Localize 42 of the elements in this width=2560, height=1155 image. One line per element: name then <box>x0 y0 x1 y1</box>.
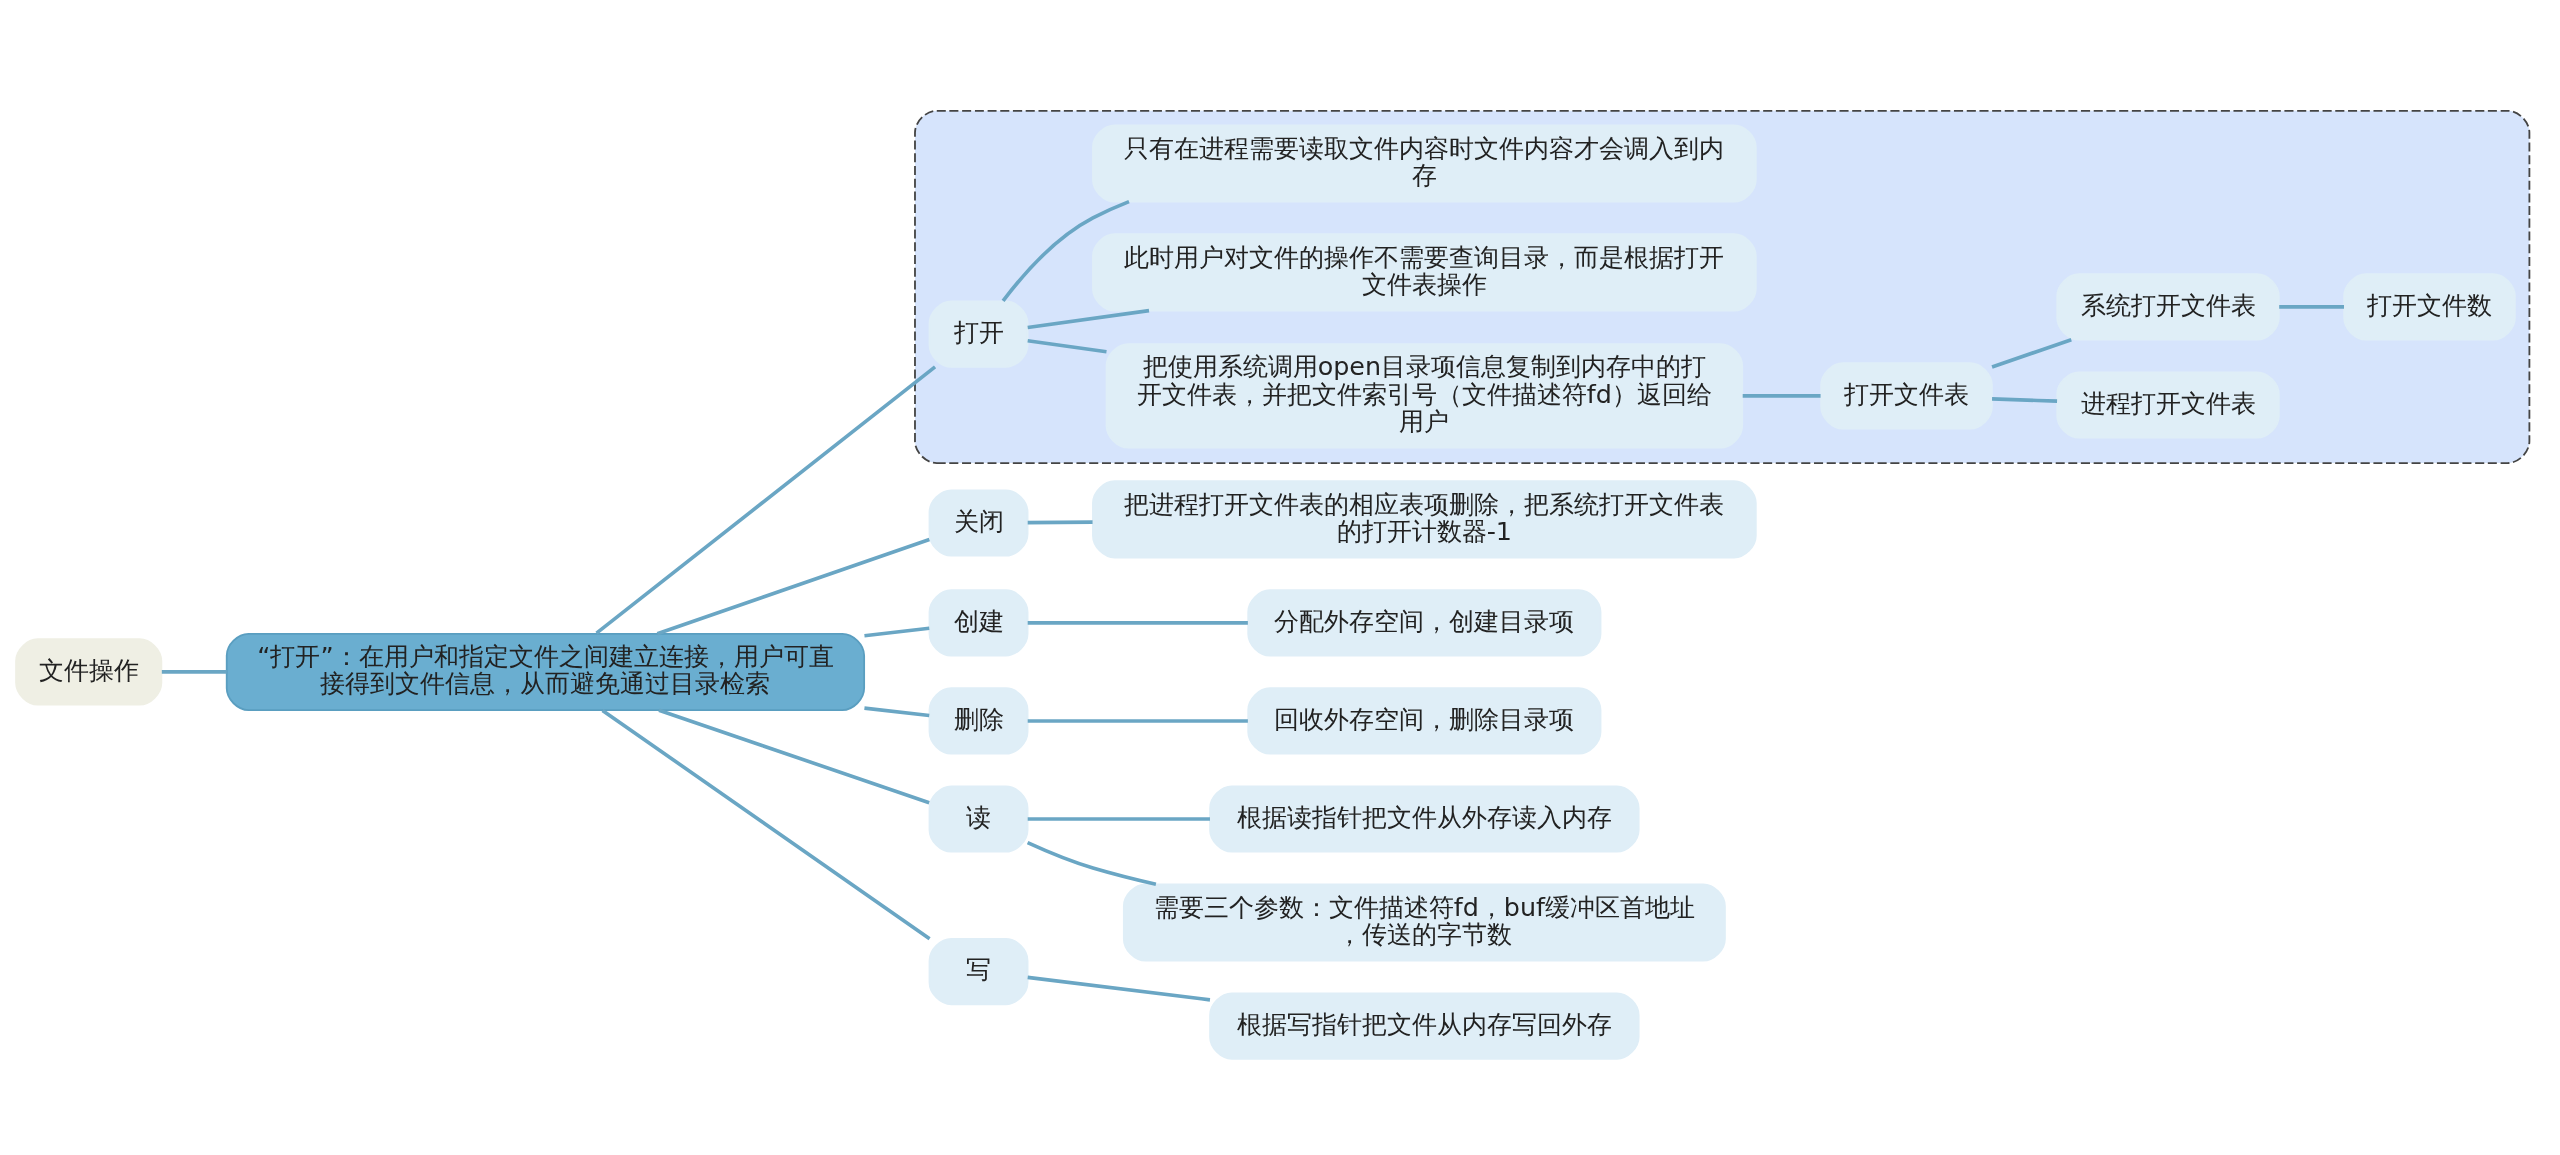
connector <box>1026 841 1157 887</box>
connector <box>658 708 930 805</box>
node-box: 写 <box>928 937 1029 1006</box>
connector <box>161 670 227 674</box>
node-box: 打开文件表 <box>1820 362 1993 430</box>
cluster <box>914 109 2531 464</box>
node-box: 打开 <box>928 300 1029 368</box>
node-box: 分配外存空间，创建目录项 <box>1247 589 1602 657</box>
connector <box>2279 305 2344 309</box>
connector <box>1027 338 1107 354</box>
connector <box>1027 621 1248 625</box>
connector <box>1742 394 1821 398</box>
node-box: 需要三个参数：文件描述符fd，buf缓冲区首地址，传送的字节数 <box>1122 883 1726 962</box>
node-box: 回收外存空间，删除目录项 <box>1247 687 1602 755</box>
node-box: 读 <box>928 785 1029 853</box>
node-box: 把进程打开文件表的相应表项删除，把系统打开文件表的打开计数器-1 <box>1092 480 1757 559</box>
connector <box>1001 199 1130 303</box>
connector <box>1991 337 2072 369</box>
node-box: 创建 <box>928 589 1029 657</box>
connector <box>864 706 930 718</box>
node-box: “打开”：在用户和指定文件之间建立连接，用户可直接得到文件信息，从而避免通过目录检索 <box>225 632 866 711</box>
node-box: 根据读指针把文件从外存读入内存 <box>1209 785 1640 853</box>
connector <box>1992 397 2058 403</box>
connector <box>1027 975 1211 1002</box>
node-box: 把使用系统调用open目录项信息复制到内存中的打开文件表，并把文件索引号（文件描述符fd）返回给用户 <box>1105 343 1744 449</box>
connector <box>1027 308 1150 330</box>
node-box: 此时用户对文件的操作不需要查询目录，而是根据打开文件表操作 <box>1092 233 1757 312</box>
node-box: 根据写指针把文件从内存写回外存 <box>1209 992 1640 1060</box>
connector <box>1027 520 1093 525</box>
connector <box>595 365 937 635</box>
node-box: 进程打开文件表 <box>2056 371 2280 439</box>
node-box: 删除 <box>928 687 1029 755</box>
node-box: 系统打开文件表 <box>2056 273 2280 341</box>
connector <box>1027 719 1248 723</box>
connector <box>601 709 931 941</box>
node-box: 文件操作 <box>15 638 163 706</box>
node-box: 打开文件数 <box>2343 273 2516 341</box>
connector <box>656 537 930 636</box>
node-box: 关闭 <box>928 489 1029 557</box>
connector <box>864 626 930 638</box>
node-box: 只有在进程需要读取文件内容时文件内容才会调入到内存 <box>1092 124 1757 203</box>
connector <box>1027 817 1210 821</box>
